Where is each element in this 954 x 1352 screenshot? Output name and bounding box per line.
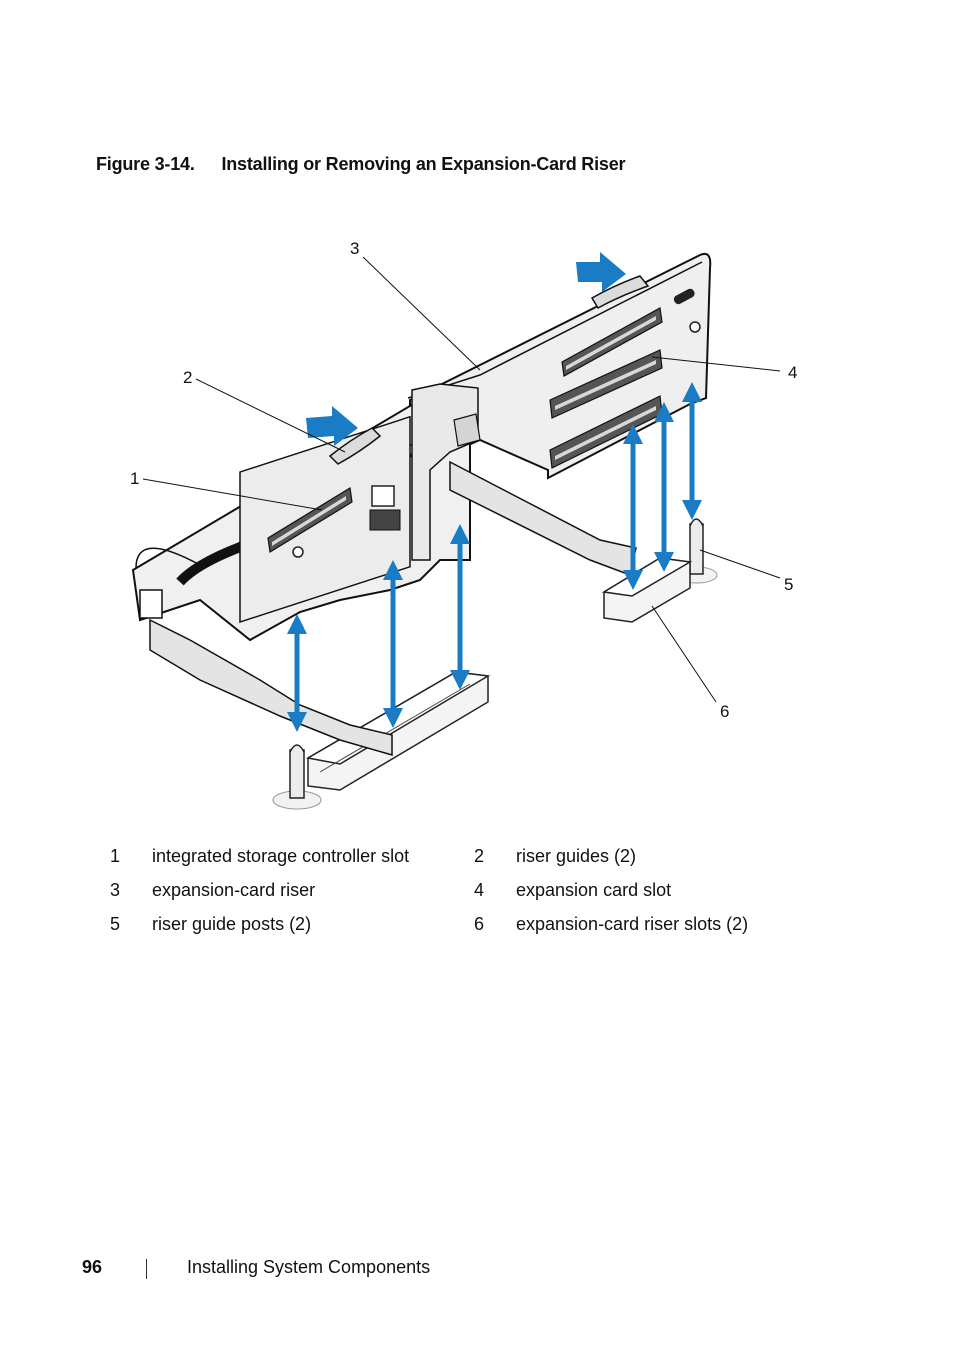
legend-label: expansion-card riser slots (2)	[516, 914, 749, 934]
legend-row: 5 riser guide posts (2) 6 expansion-card…	[96, 910, 816, 944]
callout-leaders	[142, 256, 781, 703]
footer-divider	[146, 1259, 147, 1279]
legend-number: 2	[474, 846, 485, 866]
callout-3: 3	[350, 239, 359, 258]
page-number: 96	[82, 1257, 103, 1277]
callout-1: 1	[130, 469, 139, 488]
riser-illustration: 1 2 3 4 5 6	[96, 225, 856, 825]
callout-6: 6	[720, 702, 729, 721]
legend-number: 5	[110, 914, 121, 934]
figure-number: Figure 3-14.	[96, 154, 195, 174]
expansion-card-slot-top	[561, 307, 663, 377]
direction-arrows	[287, 382, 702, 732]
figure-title: Installing or Removing an Expansion-Card…	[221, 154, 626, 174]
expansion-card-slot-middle	[549, 349, 663, 419]
riser-guide-right	[590, 275, 650, 310]
legend-number: 3	[110, 880, 121, 900]
push-arrow-left	[306, 406, 358, 446]
expansion-card-riser	[131, 252, 712, 756]
riser-guide-left	[328, 427, 382, 465]
legend-row: 1 integrated storage controller slot 2 r…	[96, 842, 816, 876]
figure-caption: Figure 3-14. Installing or Removing an E…	[96, 154, 626, 175]
callout-4: 4	[788, 363, 797, 382]
page-footer: 96 Installing System Components	[0, 1257, 954, 1287]
legend-label: expansion-card riser	[152, 880, 316, 900]
legend-number: 4	[474, 880, 485, 900]
legend-label: expansion card slot	[516, 880, 672, 900]
push-arrow-right	[576, 252, 626, 292]
legend-label: riser guides (2)	[516, 846, 637, 866]
legend-number: 1	[110, 846, 121, 866]
riser-guide-post-left	[272, 744, 322, 810]
integrated-storage-controller-slot	[267, 487, 353, 553]
section-title: Installing System Components	[187, 1257, 431, 1277]
figure-legend: 1 integrated storage controller slot 2 r…	[96, 842, 816, 944]
legend-number: 6	[474, 914, 485, 934]
legend-row: 3 expansion-card riser 4 expansion card …	[96, 876, 816, 910]
legend-label: riser guide posts (2)	[152, 914, 312, 934]
callout-5: 5	[784, 575, 793, 594]
callout-2: 2	[183, 368, 192, 387]
legend-label: integrated storage controller slot	[152, 846, 410, 866]
